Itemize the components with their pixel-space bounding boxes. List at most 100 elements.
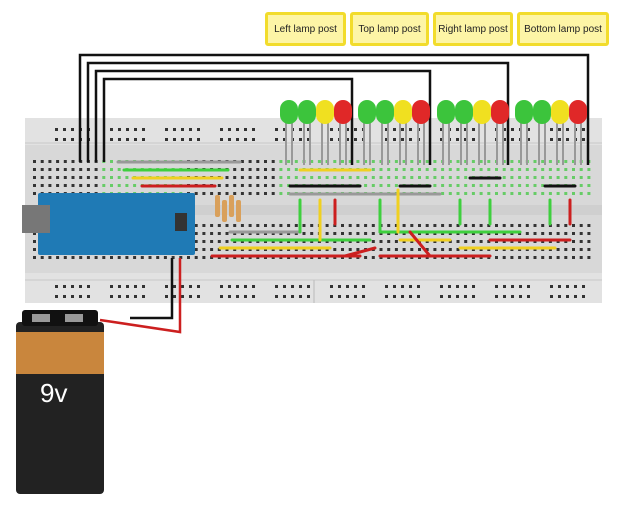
rail-hole [330,138,333,141]
breadboard-hole [541,168,545,171]
breadboard-hole [94,184,98,187]
led [358,100,376,124]
breadboard-hole [471,192,475,195]
breadboard-hole [418,176,421,179]
breadboard-hole [418,160,421,163]
rail-hole [252,295,255,298]
led [491,100,509,124]
breadboard-hole [402,168,406,171]
breadboard-hole [448,192,452,195]
battery-wire-black [130,258,174,320]
breadboard-hole [225,184,229,187]
rail-hole [354,285,357,288]
breadboard-hole [541,192,545,195]
rail-hole [173,285,176,288]
breadboard-hole [302,224,306,227]
rail-hole [550,295,553,298]
breadboard-hole [479,224,483,227]
breadboard-hole [587,168,591,171]
breadboard-hole [495,192,498,195]
breadboard-hole [510,256,514,259]
rail-hole [126,285,129,288]
breadboard-hole [394,176,398,179]
breadboard-hole [133,184,137,187]
rail-hole [401,138,404,141]
rail-hole [385,128,388,131]
breadboard-hole [464,168,468,171]
breadboard-hole [518,160,522,163]
breadboard-hole [217,232,221,235]
rail-hole [142,138,145,141]
breadboard-hole [456,160,460,163]
rail-hole [275,285,278,288]
rail-hole [401,295,404,298]
rail-hole [291,295,294,298]
breadboard-hole [94,176,98,179]
breadboard-hole [194,240,198,243]
breadboard-hole [117,256,121,259]
breadboard-hole [371,184,375,187]
breadboard-hole [333,176,337,179]
wire [343,246,377,258]
breadboard-hole [264,160,267,163]
breadboard-hole [56,168,60,171]
rail-hole [393,138,396,141]
breadboard-hole [248,224,252,227]
rail-hole [409,295,412,298]
breadboard-hole [525,176,529,179]
rail-hole [330,295,333,298]
label-right-lamp-post: Right lamp post [433,12,513,46]
breadboard-hole [233,224,237,227]
rail-hole [307,295,310,298]
breadboard-hole [587,232,591,235]
arduino-nano [38,193,195,255]
rail-hole [519,285,522,288]
breadboard-hole [456,168,460,171]
rail-hole [417,285,420,288]
breadboard-hole [71,160,75,163]
breadboard-hole [194,248,198,251]
breadboard-hole [471,240,475,243]
breadboard-hole [356,232,360,235]
breadboard-hole [518,192,522,195]
breadboard-hole [279,184,283,187]
breadboard-hole [248,184,252,187]
rail-hole [252,285,255,288]
breadboard-hole [117,184,121,187]
led [437,100,455,124]
breadboard-hole [587,248,591,251]
breadboard-hole [233,192,237,195]
breadboard-hole [156,256,160,259]
breadboard-hole [464,192,468,195]
rail-hole [393,295,396,298]
breadboard-hole [279,176,283,179]
breadboard-hole [33,248,36,251]
breadboard-hole [364,160,368,163]
breadboard-hole [371,168,375,171]
breadboard-hole [502,160,506,163]
rail-hole [558,128,561,131]
breadboard-hole [572,240,575,243]
breadboard-hole [133,256,137,259]
breadboard-hole [310,224,314,227]
breadboard-hole [217,184,221,187]
rail-hole [511,285,514,288]
breadboard-hole [533,256,537,259]
breadboard-hole [94,256,98,259]
breadboard-hole [379,184,383,187]
rail-hole [307,285,310,288]
rail-hole [527,138,530,141]
rail-hole [63,138,66,141]
breadboard-hole [556,192,560,195]
breadboard-hole [548,256,552,259]
breadboard-hole [333,160,337,163]
breadboard-hole [210,240,214,243]
rail-hole [448,295,451,298]
breadboard-hole [240,184,244,187]
breadboard-hole [356,160,360,163]
breadboard-hole [140,256,144,259]
breadboard-hole [364,184,368,187]
rail-hole [189,128,192,131]
breadboard-hole [441,184,445,187]
rail-hole [307,128,310,131]
